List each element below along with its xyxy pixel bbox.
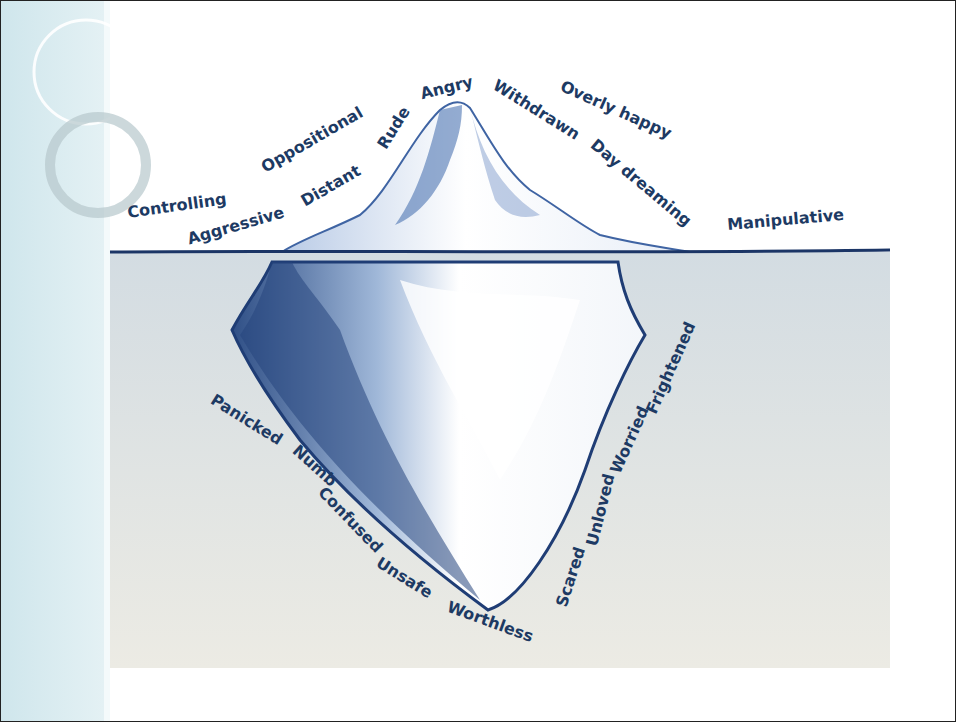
surface-behaviour: Controlling — [126, 191, 227, 221]
hidden-feeling: Worthless — [445, 599, 535, 645]
side-stripe — [104, 1, 110, 721]
hidden-feeling: Numb — [289, 442, 339, 489]
surface-behaviour: Aggressive — [186, 205, 286, 248]
surface-behaviour: Manipulative — [727, 207, 845, 233]
surface-behaviour: Rude — [375, 104, 413, 152]
hidden-feeling: Panicked — [207, 392, 284, 448]
hidden-feeling: Unloved — [584, 472, 617, 547]
hidden-feeling: Scared — [554, 545, 588, 609]
deco-circle — [50, 117, 146, 213]
ice-highlight — [400, 280, 580, 480]
hidden-feeling: Unsafe — [373, 555, 434, 602]
hidden-feeling: Confused — [315, 484, 385, 556]
hidden-feeling: Frightened — [644, 320, 699, 416]
surface-behaviour: Angry — [419, 74, 475, 102]
water-line — [110, 250, 890, 252]
deco-circle — [34, 20, 138, 124]
water — [110, 252, 890, 668]
side-bar — [1, 1, 104, 721]
iceberg-below — [232, 262, 645, 610]
surface-behaviour: Distant — [299, 163, 364, 210]
ice-shadow — [470, 108, 540, 217]
hidden-feeling: Worried — [608, 404, 652, 476]
surface-behaviour: Day dreaming — [588, 137, 694, 230]
